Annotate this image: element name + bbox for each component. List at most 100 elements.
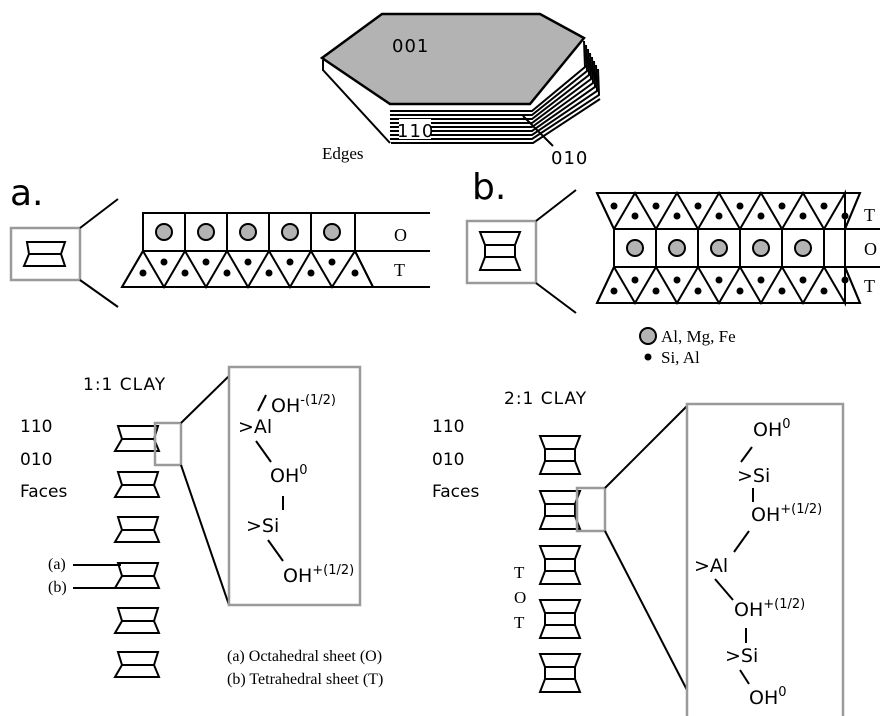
tetrahedral-cation (631, 276, 639, 284)
cation-legend: Al, Mg, Fe Si, Al (639, 327, 736, 367)
panel-a-t-label: T (394, 260, 405, 280)
clay-11-zoom-line (180, 464, 230, 606)
clay-21-layer (538, 435, 582, 475)
clay-11-layer (113, 425, 161, 452)
panel-b-t-bottom-label: T (864, 276, 875, 296)
clay-11-layer (113, 562, 161, 589)
panel-a-structure: a. (9, 173, 430, 308)
clay-21-layer (538, 490, 582, 530)
octahedral-cation (668, 239, 686, 257)
tetrahedral-cation (202, 258, 210, 266)
clay-21-chem-box (685, 402, 845, 716)
clay-11-surface-chemistry: OH-(1/2) >Al OH0 >Si OH+(1/2) (227, 365, 362, 607)
tetrahedral-cation (265, 269, 273, 277)
clay-crystal-platelet: 001 110 010 Edges (319, 12, 601, 169)
clay-11-layer (113, 651, 161, 678)
chem21-oh-lower: OH+(1/2) (734, 597, 805, 621)
tetrahedral-cation (160, 258, 168, 266)
clay-11-face-110: 110 (20, 417, 52, 437)
chem-bond (267, 539, 284, 562)
panel-b-t-top-label: T (864, 205, 875, 225)
octahedral-cation (794, 239, 812, 257)
tetrahedral-cation (244, 258, 252, 266)
chem-bond (714, 578, 734, 601)
chem21-oh-top: OH0 (753, 417, 791, 441)
tetrahedral-cation (820, 287, 828, 295)
tetrahedral-cation (223, 269, 231, 277)
face-010-leader (522, 115, 554, 147)
panel-a-letter: a. (10, 173, 44, 214)
face-010-label: 010 (551, 148, 588, 169)
panel-b-zoom-box (465, 219, 538, 285)
chem11-oh-top: OH-(1/2) (271, 393, 336, 417)
tetrahedral-cation (652, 202, 660, 210)
tetrahedral-cation (610, 202, 618, 210)
octahedral-cation (626, 239, 644, 257)
clay-11-zoom-box (153, 421, 183, 467)
tetrahedral-cation (286, 258, 294, 266)
clay-11-layer (113, 516, 161, 543)
tetrahedral-cation (841, 212, 849, 220)
tetrahedral-cation (139, 269, 147, 277)
chem21-al: >Al (694, 555, 728, 577)
tetrahedral-cation (631, 212, 639, 220)
tetrahedral-cation (694, 202, 702, 210)
tetrahedral-cation (799, 212, 807, 220)
clay-21-face-110: 110 (432, 417, 464, 437)
chem11-oh-bottom: OH+(1/2) (283, 563, 354, 587)
clay-21-layer (538, 545, 582, 585)
panel-b-upper-tetrahedral-sheet (595, 189, 862, 232)
panel-b-octahedral-sheet (613, 228, 846, 268)
basal-face-001 (319, 12, 586, 106)
chem-bond (739, 669, 750, 685)
clay-11-face-010: 010 (20, 450, 52, 470)
panel-a-octahedral-sheet (142, 212, 356, 252)
tetrahedral-cation (715, 212, 723, 220)
legend-grey-swatch (639, 327, 657, 345)
panel-a-o-label: O (394, 225, 407, 245)
clay-21-layer-stack (538, 435, 582, 693)
tetrahedral-cation (328, 258, 336, 266)
clay-11-callout-a: (a) (48, 556, 66, 573)
face-001-label: 001 (392, 36, 429, 57)
chem21-oh-upper: OH+(1/2) (751, 502, 822, 526)
tetrahedral-cation (757, 212, 765, 220)
octahedral-cation (239, 223, 257, 241)
tetrahedral-cation (181, 269, 189, 277)
chem11-si: >Si (246, 515, 279, 537)
clay-11-section: 1:1 CLAY 110 010 Faces (a) (b) (a) Octah… (20, 365, 383, 688)
octahedral-cation (281, 223, 299, 241)
legend-black-swatch (644, 353, 652, 361)
clay-21-section: 2:1 CLAY 110 010 Faces T O T OH0 >Si OH+… (432, 389, 845, 716)
tetrahedral-cation (694, 287, 702, 295)
chem11-al: >Al (238, 416, 272, 438)
clay-21-layer (538, 653, 582, 693)
tetrahedral-cation (652, 287, 660, 295)
clay-21-layer (538, 599, 582, 639)
clay-21-surface-chemistry: OH0 >Si OH+(1/2) >Al OH+(1/2) >Si OH0 (685, 402, 845, 716)
panel-b-zoom-line (535, 189, 577, 222)
panel-a-zoom-line (79, 279, 119, 308)
clay-11-layer (113, 607, 161, 634)
chem21-oh-bottom: OH0 (749, 685, 787, 709)
panel-b-unit-icon (478, 231, 522, 271)
panel-b-lower-tetrahedral-sheet (595, 264, 862, 307)
clay-11-layer (113, 471, 161, 498)
clay-11-layer-stack (113, 425, 161, 678)
octahedral-cation (323, 223, 341, 241)
tetrahedral-cation (736, 287, 744, 295)
panel-a-zoom-box (9, 226, 82, 282)
tetrahedral-cation (715, 276, 723, 284)
tetrahedral-cation (736, 202, 744, 210)
chem-bond (740, 446, 753, 463)
chem-bond (257, 394, 267, 412)
tetrahedral-cation (778, 202, 786, 210)
crystal-layer-stack (322, 40, 601, 144)
clay-11-note-tetrahedral: (b) Tetrahedral sheet (T) (227, 671, 383, 688)
panel-a-zoom-line (79, 198, 119, 229)
face-label-bg (399, 119, 431, 139)
panel-a-tetrahedral-sheet (120, 248, 375, 289)
clay-11-title: 1:1 CLAY (83, 375, 166, 395)
edges-label: Edges (322, 144, 364, 163)
legend-grey-label: Al, Mg, Fe (661, 327, 736, 346)
